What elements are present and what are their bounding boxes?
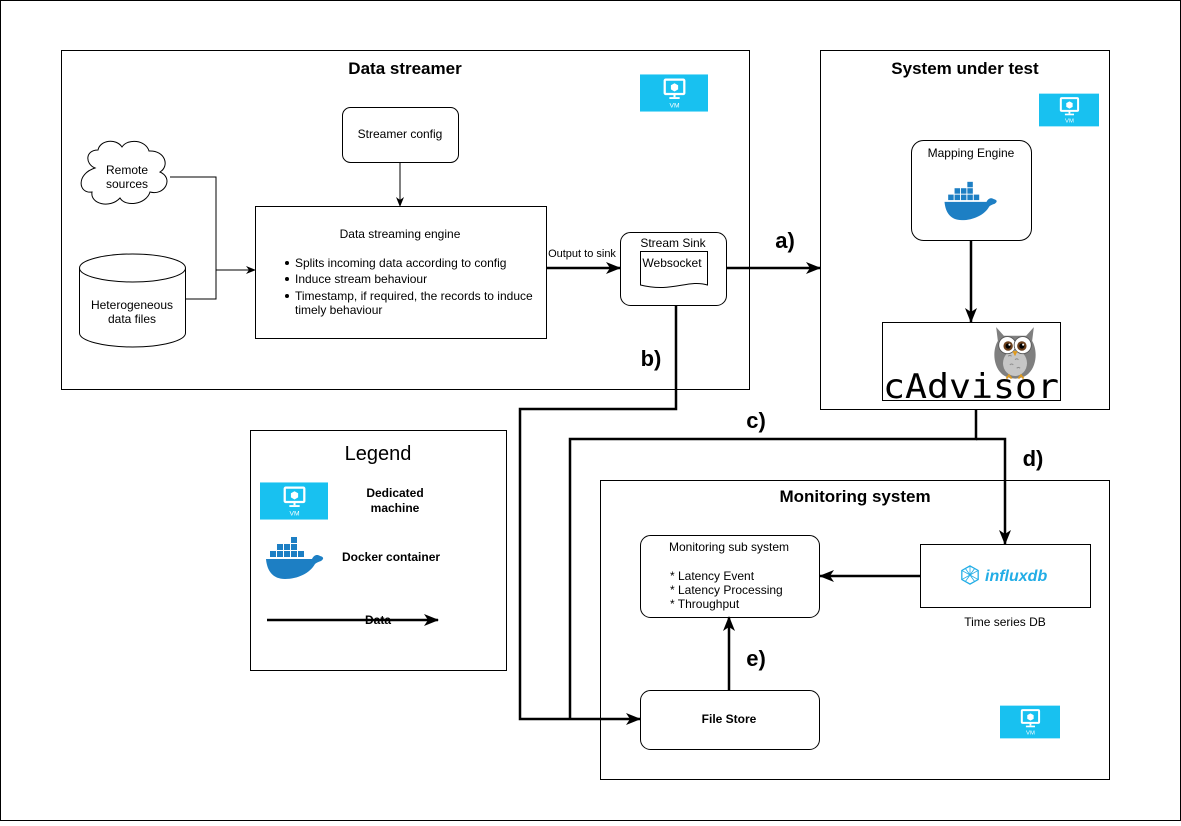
streamer-config-box[interactable] [342,107,459,163]
edge-e-label: e) [746,646,766,671]
metric-latency-event: * Latency Event [670,569,755,583]
edge-c-arrow [568,410,978,719]
vm-icon [1000,704,1060,740]
vm-icon [260,480,328,522]
engine-bullet-3-line-1: Timestamp, if required, the records to i… [295,289,533,303]
legend-title: Legend [345,443,412,465]
heterogeneous-label-1: Heterogeneous [91,298,173,312]
edge-b-label: b) [641,346,662,371]
metric-latency-processing: * Latency Processing [670,583,783,597]
edge-c-label: c) [746,408,766,433]
engine-bullet-1: Splits incoming data according to config [295,256,506,270]
legend-dedicated-2: machine [371,501,420,515]
edge-d-label: d) [1023,446,1044,471]
legend-box [250,430,507,671]
influxdb-logo-text: influxdb [985,568,1047,585]
remote-sources-label-2: sources [106,177,148,191]
engine-title: Data streaming engine [340,227,461,241]
data-streaming-engine-box[interactable] [255,206,547,339]
output-to-sink-label: Output to sink [548,248,616,260]
legend-dedicated-1: Dedicated [366,486,423,500]
legend-data-label: Data [365,613,391,627]
time-series-db-caption: Time series DB [964,615,1046,629]
metric-throughput: * Throughput [670,597,740,611]
edge-a-label: a) [775,228,795,253]
monitoring-system-group: Monitoring system Monitoring sub system … [600,480,1110,780]
cloud-shape [80,140,168,205]
data-streamer-title: Data streamer [348,59,462,78]
monitoring-subsystem-title: Monitoring sub system [669,540,789,554]
legend-docker-label: Docker container [342,550,440,564]
bullet-dot [285,294,289,298]
engine-bullet-3-line-2: timely behaviour [295,303,382,317]
monitoring-system-title: Monitoring system [779,487,930,506]
files-connector [186,270,217,300]
vm-icon [640,72,708,114]
file-store-label: File Store [702,712,757,726]
system-under-test-group: System under test Mapping Engine cAdviso… [820,50,1110,410]
heterogeneous-label-2: data files [108,312,156,326]
cylinder-database-shape [79,253,186,348]
vm-icon [1039,92,1099,128]
engine-bullet-2: Induce stream behaviour [295,272,427,286]
stream-sink-title: Stream Sink [640,236,706,250]
remote-connector [170,176,217,270]
system-under-test-title: System under test [891,59,1039,78]
edge-b-arrow [518,305,678,725]
data-streamer-group: Data streamer Remote sources Heterogeneo… [61,50,750,390]
mapping-engine-label: Mapping Engine [928,146,1015,160]
edge-d-arrow [976,437,1011,545]
streamer-config-label: Streamer config [358,127,443,141]
legend-group: Legend Dedicated machine Docker containe… [250,430,507,671]
bullet-dot [285,277,289,281]
bullet-dot [285,261,289,265]
websocket-label: Websocket [642,256,702,270]
remote-sources-label-1: Remote [106,163,148,177]
influxdb-box[interactable] [920,544,1091,608]
websocket-document-shape [640,251,708,289]
cadvisor-logo-text: cAdvisor [883,367,1059,407]
